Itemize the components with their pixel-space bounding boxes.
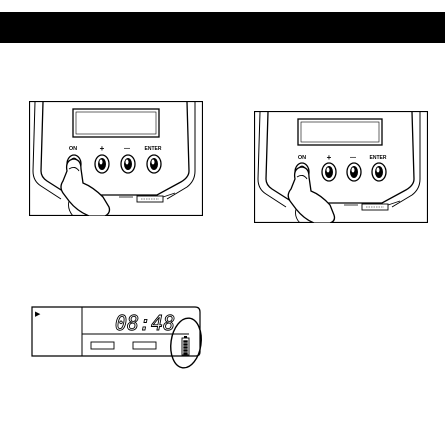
enter-button-label: ENTER	[145, 146, 162, 152]
battery-bar	[184, 347, 188, 349]
enter-button[interactable]	[147, 155, 161, 173]
lcd-time-readout: 08:48	[115, 311, 175, 335]
header-bar	[0, 12, 445, 43]
device-drawing-right: ON + — ENTER	[254, 111, 428, 223]
on-button-label: ON	[69, 146, 77, 152]
minus-button-label: —	[350, 155, 356, 161]
battery-bar	[184, 344, 188, 346]
lcd-display-drawing: ▶ 08:48	[29, 300, 205, 372]
device-illustration-right: ON + — ENTER	[254, 111, 428, 223]
play-indicator-icon: ▶	[35, 311, 41, 318]
plus-button[interactable]	[95, 155, 109, 173]
on-button-label: ON	[298, 155, 306, 161]
battery-bar	[184, 353, 188, 355]
battery-icon	[182, 336, 189, 355]
lcd-window	[298, 119, 382, 145]
enter-button[interactable]	[372, 163, 386, 181]
plus-button[interactable]	[322, 163, 336, 181]
minus-button-label: —	[124, 146, 130, 152]
lcd-window	[73, 109, 159, 137]
lcd-display-closeup: ▶ 08:48	[29, 300, 205, 372]
minus-button[interactable]	[121, 155, 135, 173]
battery-bar	[184, 350, 188, 352]
plus-button-label: +	[327, 153, 332, 162]
minus-button[interactable]	[347, 163, 361, 181]
plus-button-label: +	[100, 144, 105, 153]
battery-bar	[184, 341, 188, 343]
enter-button-label: ENTER	[370, 155, 387, 161]
device-illustration-left: ON + — ENTER	[29, 101, 203, 216]
device-drawing-left: ON + — ENTER	[29, 101, 203, 216]
